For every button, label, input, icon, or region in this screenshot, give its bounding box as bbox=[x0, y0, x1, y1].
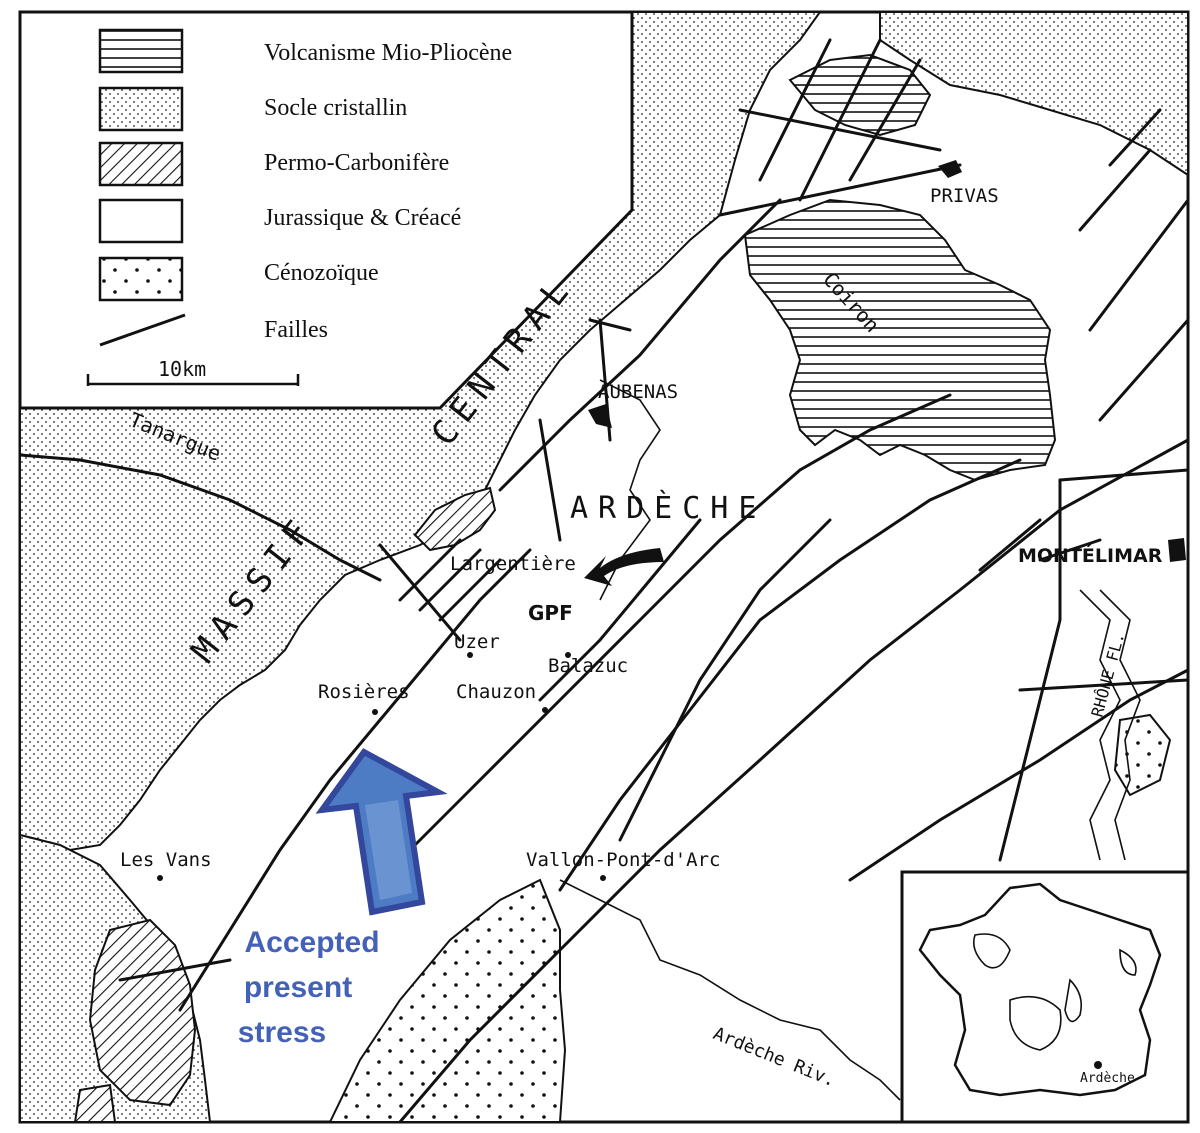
cenozoique-southeast bbox=[328, 878, 567, 1122]
label-uzer: Uzer bbox=[454, 631, 500, 653]
swatch-jurassique bbox=[98, 198, 184, 244]
label-largentiere: Largentière bbox=[450, 553, 576, 575]
legend-swatches bbox=[98, 28, 186, 347]
swatch-volcanisme bbox=[98, 28, 184, 74]
annotation-line-1: Accepted bbox=[244, 926, 379, 959]
ardeche-river bbox=[559, 879, 901, 1101]
montelimar-marker bbox=[1168, 538, 1186, 562]
privas-marker bbox=[938, 160, 962, 178]
label-balazuc: Balazuc bbox=[548, 655, 628, 677]
swatch-socle bbox=[98, 86, 184, 132]
legend-label-failles: Failles bbox=[264, 317, 328, 343]
les-vans-dot bbox=[157, 875, 163, 881]
legend-label-socle: Socle cristallin bbox=[264, 95, 407, 121]
scale-label: 10km bbox=[158, 357, 206, 381]
label-privas: PRIVAS bbox=[930, 185, 999, 207]
legend-label-volcanisme: Volcanisme Mio-Pliocène bbox=[264, 40, 512, 66]
permo-carbonifere-southwest bbox=[88, 918, 197, 1107]
fault-lines bbox=[20, 38, 1188, 1122]
rivers bbox=[559, 379, 1141, 1101]
volcanisme-coiron bbox=[743, 198, 1057, 482]
scale-bar: 10km bbox=[86, 357, 300, 386]
permo-carbonifere-small bbox=[73, 1083, 117, 1122]
label-rosieres: Rosières bbox=[318, 681, 410, 703]
legend-label-permo: Permo-Carbonifère bbox=[264, 150, 449, 176]
rotation-arrow bbox=[584, 548, 664, 586]
uzer-dot bbox=[467, 652, 473, 658]
label-chauzon: Chauzon bbox=[456, 681, 536, 703]
chauzon-dot bbox=[542, 707, 548, 713]
label-gpf: GPF bbox=[528, 601, 573, 625]
label-ardeche: ARDÈCHE bbox=[570, 490, 766, 526]
inset-label: Ardèche bbox=[1080, 1071, 1135, 1086]
rhone-river bbox=[1079, 589, 1121, 861]
legend-label-cenozoique: Cénozoïque bbox=[264, 260, 379, 286]
annotation-line-3: stress bbox=[238, 1016, 326, 1049]
stress-arrow-highlight bbox=[365, 800, 412, 900]
volcanisme-northeast bbox=[788, 53, 932, 137]
label-montelimar: MONTÉLIMAR bbox=[1018, 544, 1163, 567]
permo-carbonifere-largentiere bbox=[413, 486, 497, 552]
label-les-vans: Les Vans bbox=[120, 849, 212, 871]
swatch-failles bbox=[99, 313, 186, 347]
socle-northeast bbox=[879, 12, 1188, 177]
legend-labels: Volcanisme Mio-Pliocène Socle cristallin… bbox=[264, 40, 512, 343]
label-vallon: Vallon-Pont-d'Arc bbox=[526, 849, 720, 871]
swatch-permo bbox=[98, 141, 184, 187]
label-aubenas: AUBENAS bbox=[598, 381, 678, 403]
rosieres-dot bbox=[372, 709, 378, 715]
france-outline bbox=[918, 882, 1162, 1097]
annotation-line-2: present bbox=[244, 971, 352, 1004]
balazuc-dot bbox=[565, 652, 571, 658]
swatch-cenozoique bbox=[98, 256, 184, 302]
legend-label-jurassique: Jurassique & Créacé bbox=[264, 205, 461, 231]
vallon-dot bbox=[600, 875, 606, 881]
inset-map: Ardèche bbox=[900, 870, 1190, 1124]
inset-ardeche-dot bbox=[1094, 1061, 1102, 1069]
aubenas-marker bbox=[588, 404, 612, 428]
